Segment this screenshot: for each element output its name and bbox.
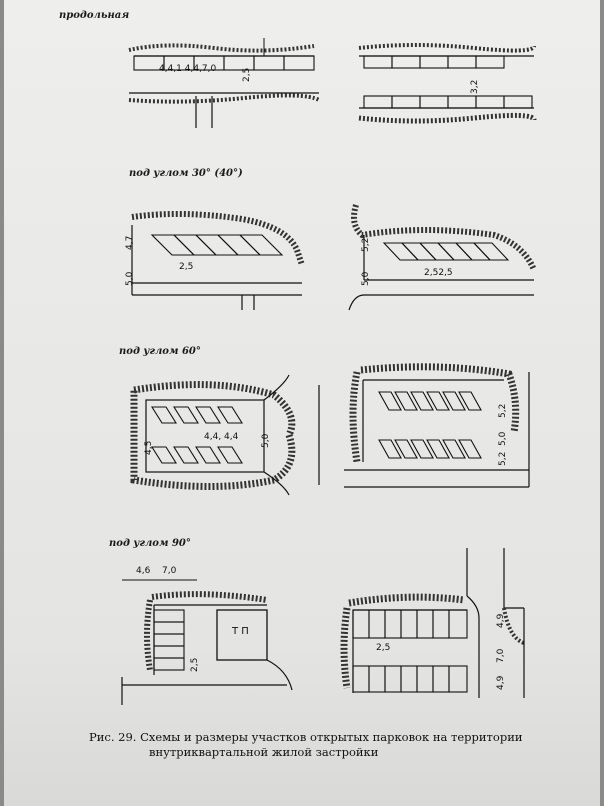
dim-s3a-aisle: 5,0: [261, 433, 271, 448]
figure-caption: Рис. 29. Схемы и размеры участков открыт…: [89, 730, 559, 760]
green-strip: [128, 93, 320, 104]
plan-angle60-a: [130, 374, 320, 496]
dim-s1a-len: 4,4,1 4,4,7,0: [159, 64, 217, 74]
section-label-angle60: под углом 60°: [119, 346, 201, 357]
dim-s4a-top1: 4,6: [136, 566, 151, 576]
dim-s4a-top2: 7,0: [162, 566, 177, 576]
stall-row: [133, 55, 315, 71]
dim-s2a-aisle: 5,0: [125, 271, 135, 286]
dim-s4b-b: 7,0: [496, 648, 506, 663]
plan-angle90-a: [121, 579, 293, 705]
dim-s4b-c: 4,9: [496, 675, 506, 690]
dim-s1a-depth: 2,5: [242, 67, 252, 82]
dim-s3a-len: 4,4, 4,4: [204, 432, 239, 442]
plan-longitudinal-b: [358, 43, 537, 124]
plan-angle30-b: [348, 204, 537, 311]
transformer-label: Т П: [232, 626, 249, 637]
dim-s2b-w: 5,2: [361, 237, 371, 252]
dim-s3b-c: 5,2: [498, 451, 508, 466]
plan-angle30-a: [131, 210, 305, 310]
green-strip: [128, 43, 315, 53]
dim-s2a-w: 4,7: [125, 235, 135, 250]
dim-s4b-cell: 2,5: [376, 643, 391, 653]
caption-line2: внутриквартальной жилой застройки: [149, 745, 379, 759]
dim-s4b-a: 4,9: [496, 613, 506, 628]
dim-s2b-aisle: 5,0: [361, 271, 371, 286]
section-label-angle90: под углом 90°: [109, 538, 191, 549]
caption-line1: Рис. 29. Схемы и размеры участков открыт…: [89, 730, 523, 744]
plan-longitudinal-a: [128, 38, 320, 128]
dim-s2a-diag: 2,5: [179, 262, 194, 272]
plan-angle60-b: [344, 363, 530, 488]
dim-s3a-side: 4,5: [144, 440, 154, 455]
dim-s3b-a: 5,2: [498, 403, 508, 418]
section-label-longitudinal: продольная: [59, 10, 130, 21]
page: продольная 4,4,1 4,4,7,0 2,5 3,2 под: [4, 0, 600, 806]
section-label-angle30: под углом 30° (40°): [129, 168, 243, 179]
dim-s1b-aisle: 3,2: [470, 79, 480, 94]
plan-angle90-b: [340, 548, 525, 698]
dim-s3b-b: 5,0: [498, 431, 508, 446]
dim-s4a-cell: 2,5: [190, 657, 200, 672]
transformer-box: [216, 609, 268, 661]
dim-s2b-len: 2,52,5: [424, 268, 453, 278]
